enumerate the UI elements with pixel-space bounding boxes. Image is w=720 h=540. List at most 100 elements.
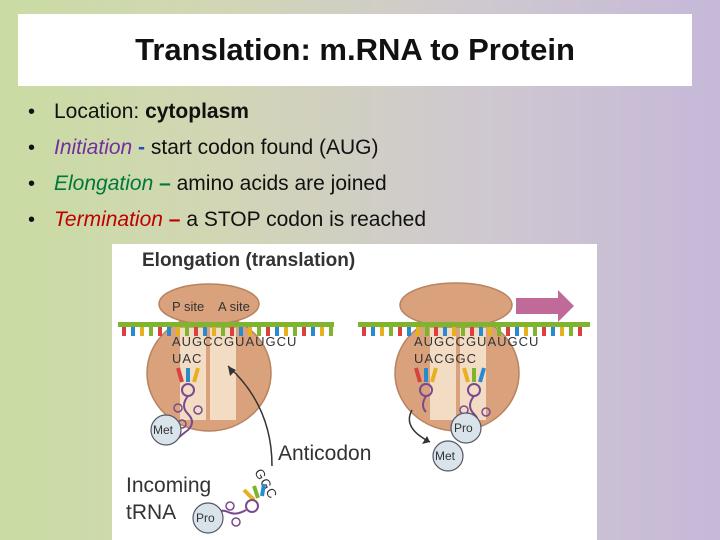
mrna-base-tick — [203, 327, 207, 336]
mrna-base-tick — [302, 327, 306, 336]
mrna-base-tick — [362, 327, 366, 336]
met-label-right: Met — [435, 449, 456, 463]
bullet-marker: • — [28, 137, 36, 159]
mrna-base-tick — [149, 327, 153, 336]
elongation-diagram: Elongation (translation) P site A site A… — [112, 244, 597, 540]
trna-left — [173, 367, 203, 443]
mrna-base-tick — [284, 327, 288, 336]
mrna-base-tick — [194, 327, 198, 336]
initiation-text: start codon found (AUG) — [150, 136, 379, 159]
ribosome-small-subunit-right — [399, 282, 513, 328]
mrna-base-tick — [497, 327, 501, 336]
mrna-base-tick — [443, 327, 447, 336]
mrna-base-tick — [185, 327, 189, 336]
mrna-base-tick — [524, 327, 528, 336]
mrna-base-tick — [551, 327, 555, 336]
mrna-base-tick — [398, 327, 402, 336]
mrna-bases-right — [362, 327, 582, 336]
mrna-base-tick — [167, 327, 171, 336]
mrna-sequence-right: AUGCCGUAUGCU — [414, 334, 539, 349]
pro-label-incoming: Pro — [196, 511, 215, 525]
ribosome-large-subunit-left — [146, 314, 272, 432]
mrna-base-tick — [416, 327, 420, 336]
bullet-marker: • — [28, 173, 36, 195]
bullet-initiation: • Initiation - start codon found (AUG) — [28, 136, 708, 172]
bullet-list: • Location: cytoplasm • Initiation - sta… — [28, 100, 708, 244]
bullet-marker: • — [28, 209, 36, 231]
mrna-sequence-left: AUGCCGUAUGCU — [172, 334, 297, 349]
mrna-base-tick — [389, 327, 393, 336]
elongation-diagram-svg: Elongation (translation) P site A site A… — [118, 250, 590, 534]
location-value: cytoplasm — [145, 100, 249, 123]
anticodon-label: Anticodon — [278, 442, 371, 465]
met-amino-acid-left — [150, 414, 182, 446]
mrna-base-tick — [230, 327, 234, 336]
mrna-base-tick — [131, 327, 135, 336]
mrna-base-tick — [407, 327, 411, 336]
met-label-left: Met — [153, 423, 174, 437]
anticodon-right: UACGGC — [414, 351, 477, 366]
mrna-base-tick — [542, 327, 546, 336]
location-label: Location: — [54, 100, 146, 123]
mrna-base-tick — [515, 327, 519, 336]
mrna-base-tick — [212, 327, 216, 336]
mrna-base-tick — [434, 327, 438, 336]
bullet-marker: • — [28, 101, 36, 123]
mrna-base-tick — [452, 327, 456, 336]
pro-label-right: Pro — [454, 421, 473, 435]
mrna-base-tick — [158, 327, 162, 336]
mrna-strand-right — [358, 322, 590, 327]
bullet-location: • Location: cytoplasm — [28, 100, 708, 136]
mrna-base-tick — [311, 327, 315, 336]
mrna-base-tick — [371, 327, 375, 336]
elongation-separator: – — [153, 172, 177, 195]
p-site-label: P site — [172, 299, 204, 314]
mrna-base-tick — [239, 327, 243, 336]
mrna-bases-left — [122, 327, 333, 336]
mrna-base-tick — [257, 327, 261, 336]
mrna-base-tick — [176, 327, 180, 336]
incoming-trna-label-line1: Incoming — [126, 474, 211, 497]
mrna-base-tick — [293, 327, 297, 336]
diagram-title: Elongation (translation) — [142, 250, 355, 271]
met-amino-acid-right — [432, 440, 464, 472]
elongation-text: amino acids are joined — [176, 172, 387, 195]
bullet-elongation: • Elongation – amino acids are joined — [28, 172, 708, 208]
termination-term: Termination — [54, 208, 163, 231]
bullet-termination: • Termination – a STOP codon is reached — [28, 208, 708, 244]
mrna-base-tick — [506, 327, 510, 336]
mrna-base-tick — [320, 327, 324, 336]
initiation-separator: - — [132, 136, 151, 159]
pro-amino-acid-incoming — [192, 502, 224, 534]
termination-text: a STOP codon is reached — [186, 208, 427, 231]
mrna-base-tick — [569, 327, 573, 336]
mrna-strand-left — [118, 322, 334, 327]
a-site-label: A site — [218, 299, 250, 314]
mrna-base-tick — [488, 327, 492, 336]
mrna-base-tick — [266, 327, 270, 336]
mrna-base-tick — [380, 327, 384, 336]
pro-amino-acid-right — [450, 412, 482, 444]
title-box: Translation: m.RNA to Protein — [18, 14, 692, 86]
mrna-base-tick — [425, 327, 429, 336]
mrna-base-tick — [140, 327, 144, 336]
initiation-term: Initiation — [54, 136, 133, 159]
mrna-base-tick — [221, 327, 225, 336]
mrna-base-tick — [122, 327, 126, 336]
elongation-term: Elongation — [54, 172, 154, 195]
anticodon-pointer-arrow — [227, 365, 273, 467]
mrna-base-tick — [275, 327, 279, 336]
movement-arrow-icon — [516, 290, 574, 322]
trna-right-p — [414, 367, 438, 413]
mrna-base-tick — [461, 327, 465, 336]
mrna-base-tick — [479, 327, 483, 336]
anticodon-left: UAC — [172, 351, 202, 366]
mrna-base-tick — [248, 327, 252, 336]
mrna-base-tick — [533, 327, 537, 336]
ribosome-left: P site A site — [146, 283, 272, 432]
incoming-trna-label-line2: tRNA — [126, 501, 176, 524]
termination-separator: – — [162, 208, 187, 231]
slide-title: Translation: m.RNA to Protein — [135, 32, 575, 67]
mrna-base-tick — [560, 327, 564, 336]
mrna-base-tick — [470, 327, 474, 336]
